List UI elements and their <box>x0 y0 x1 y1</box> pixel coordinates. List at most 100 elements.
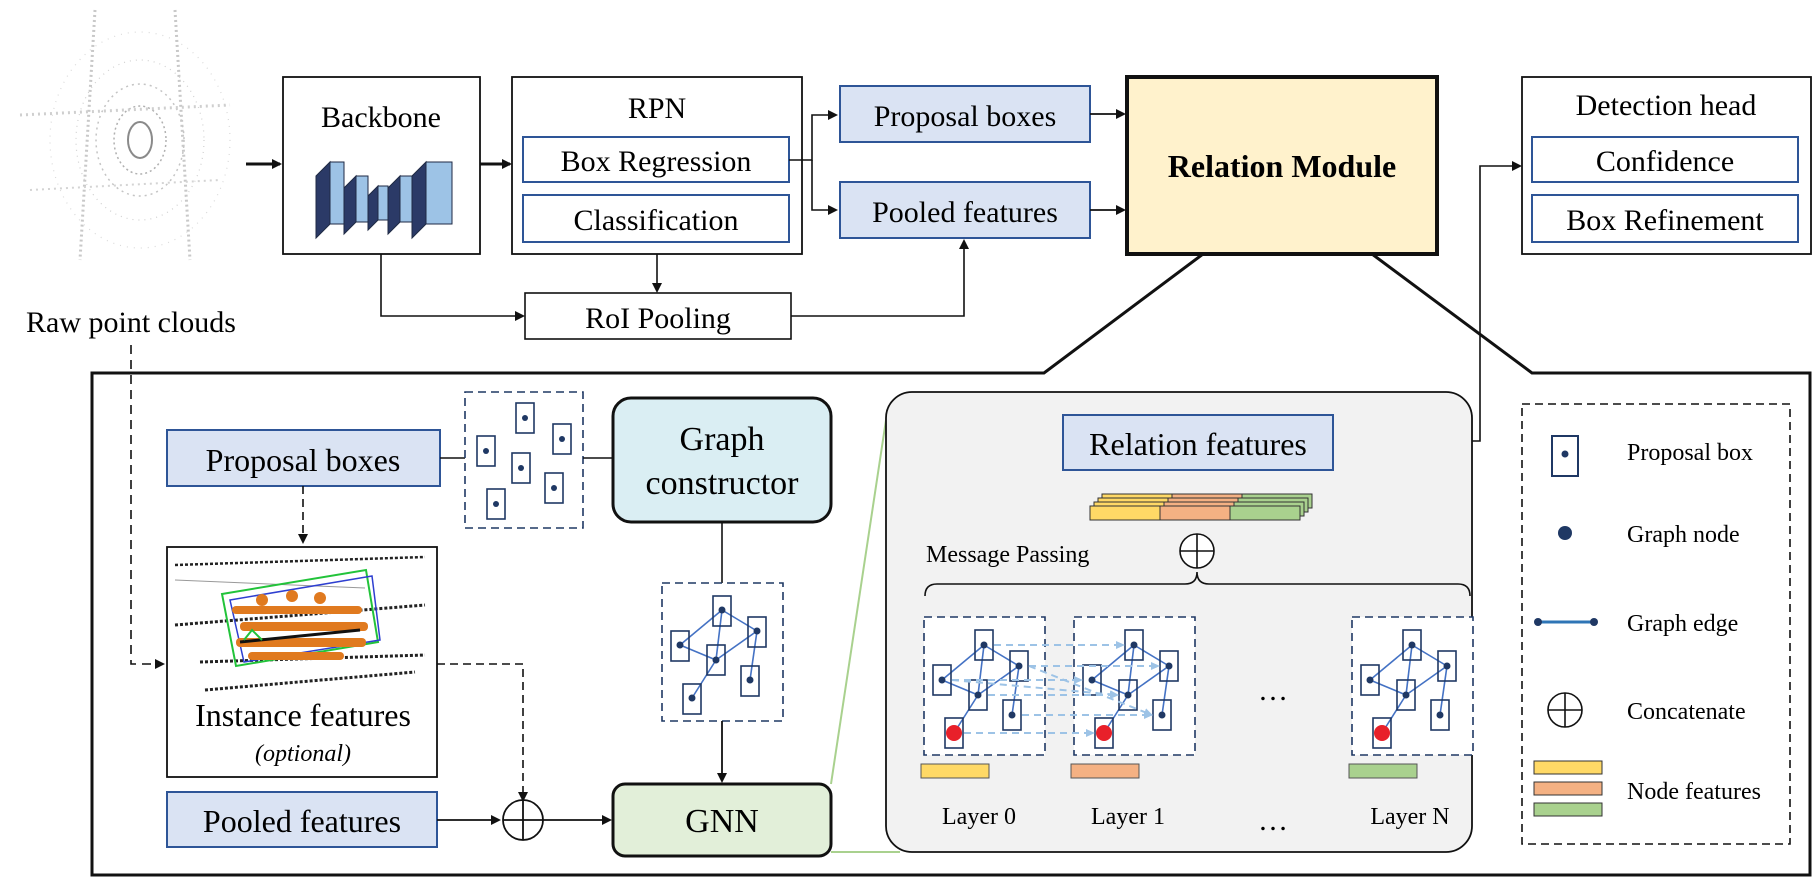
optional-label: (optional) <box>255 741 351 767</box>
layer-1-graph <box>1070 616 1196 779</box>
proposal-box <box>1360 664 1380 696</box>
graph-node <box>1008 711 1016 719</box>
proposal-box <box>1430 699 1450 731</box>
graph-node <box>1124 691 1132 699</box>
roi-pooling-block: RoI Pooling <box>524 292 792 340</box>
proposal-box <box>1159 650 1179 682</box>
message-passing-concat-symbol <box>1179 533 1215 569</box>
graph-constructor-line2: constructor <box>646 465 800 502</box>
legend-graph-edge-icon <box>1534 618 1598 626</box>
layer-0-feature-bar <box>920 763 990 779</box>
detection-head-title: Detection head <box>1576 89 1757 122</box>
graph-node <box>980 641 988 649</box>
graph-edge <box>983 644 1020 667</box>
graph-node <box>938 676 946 684</box>
legend-node-features-label: Node features <box>1627 779 1761 805</box>
graph-edge <box>1133 644 1170 667</box>
box-refinement-label: Box Refinement <box>1566 204 1764 237</box>
highlight-node <box>946 725 962 741</box>
roi-pooling-label: RoI Pooling <box>585 302 731 335</box>
backbone-block: Backbone <box>282 76 481 255</box>
layer-ellipsis: … <box>1258 674 1288 707</box>
point-cloud-image <box>19 9 231 261</box>
graph-edge <box>1127 644 1135 696</box>
layer-1-label: Layer 1 <box>1091 804 1165 830</box>
instance-point-cloud-image <box>174 555 426 692</box>
layer-1-frame <box>1073 616 1196 756</box>
layer-n-label: Layer N <box>1370 804 1449 830</box>
layer-n-graph <box>1348 616 1474 779</box>
graph-edge <box>1369 644 1413 681</box>
graph-node <box>1408 641 1416 649</box>
graph-node <box>1088 676 1096 684</box>
proposal-box <box>1437 650 1457 682</box>
legend-proposal-box-icon <box>1551 435 1579 477</box>
proposal-box <box>1152 699 1172 731</box>
instance-features-label: Instance features <box>195 697 411 733</box>
instance-features-block: Instance features (optional) <box>166 546 438 778</box>
layer-1-feature-bar <box>1070 763 1140 779</box>
graph-node <box>1436 711 1444 719</box>
relation-feature-stack <box>1089 493 1313 521</box>
proposal-box <box>1094 717 1114 749</box>
proposal-box <box>944 717 964 749</box>
layer-n-frame <box>1351 616 1474 756</box>
legend-concatenate-icon <box>1547 692 1583 728</box>
proposal-box <box>1002 699 1022 731</box>
gnn-label: GNN <box>685 803 759 840</box>
proposal-boxes-block: Proposal boxes <box>839 85 1091 143</box>
detection-head-block: Detection head Confidence Box Refinement <box>1521 76 1812 255</box>
box-regression-label: Box Regression <box>561 145 752 178</box>
graph-edge <box>977 644 985 696</box>
proposal-box <box>974 629 994 661</box>
graph-edge <box>1411 644 1448 667</box>
classification-label: Classification <box>574 204 739 237</box>
layer-0-label: Layer 0 <box>942 804 1016 830</box>
rpn-title: RPN <box>628 92 686 125</box>
legend-node-features-icon <box>1533 760 1603 817</box>
graph-node <box>1015 662 1023 670</box>
detail-proposal-boxes-label: Proposal boxes <box>206 442 401 478</box>
graph-edge <box>1405 665 1448 696</box>
detail-pooled-features-label: Pooled features <box>203 803 401 839</box>
gnn-block: GNN <box>611 782 833 858</box>
graph-edge <box>941 679 979 696</box>
graph-node <box>1402 691 1410 699</box>
concat-symbol <box>502 799 544 841</box>
graph-edge <box>977 665 1020 696</box>
graph-node <box>1443 662 1451 670</box>
relation-module-label: Relation Module <box>1168 148 1396 184</box>
constructed-graph <box>661 582 784 722</box>
pooled-features-label: Pooled features <box>872 196 1058 229</box>
proposal-box <box>1402 629 1422 661</box>
graph-edge <box>1405 644 1413 696</box>
confidence-label: Confidence <box>1596 145 1734 178</box>
graph-edge <box>1091 644 1135 681</box>
graph-edge <box>1161 665 1170 716</box>
message-arrow <box>951 679 1119 699</box>
legend-graph-node-icon <box>1558 526 1572 540</box>
rpn-block: RPN Box Regression Classification <box>511 76 803 255</box>
proposal-box <box>1124 629 1144 661</box>
graph-constructor-line1: Graph <box>680 421 765 458</box>
relation-module-block: Relation Module <box>1125 75 1439 256</box>
backbone-label: Backbone <box>321 101 441 134</box>
legend-proposal-box-label: Proposal box <box>1627 440 1753 466</box>
graph-edge <box>1011 665 1020 716</box>
raw-point-clouds-label: Raw point clouds <box>26 306 236 339</box>
proposal-box <box>1372 717 1392 749</box>
layer-0-graph <box>920 616 1046 779</box>
graph-edge <box>1127 665 1170 696</box>
graph-constructor-block: Graph constructor <box>611 396 833 524</box>
message-arrows <box>951 641 1160 737</box>
relation-features-label: Relation features <box>1089 426 1307 462</box>
graph-edge <box>941 644 985 681</box>
graph-node <box>1130 641 1138 649</box>
layer-n-feature-bar <box>1348 763 1418 779</box>
message-passing-panel: Relation features Message Passing … … <box>885 391 1474 853</box>
legend: Proposal box Graph node Graph edge Conca… <box>1521 403 1791 845</box>
graph-node <box>1366 676 1374 684</box>
backbone-cnn-icon <box>315 160 453 240</box>
legend-graph-edge-label: Graph edge <box>1627 611 1738 637</box>
